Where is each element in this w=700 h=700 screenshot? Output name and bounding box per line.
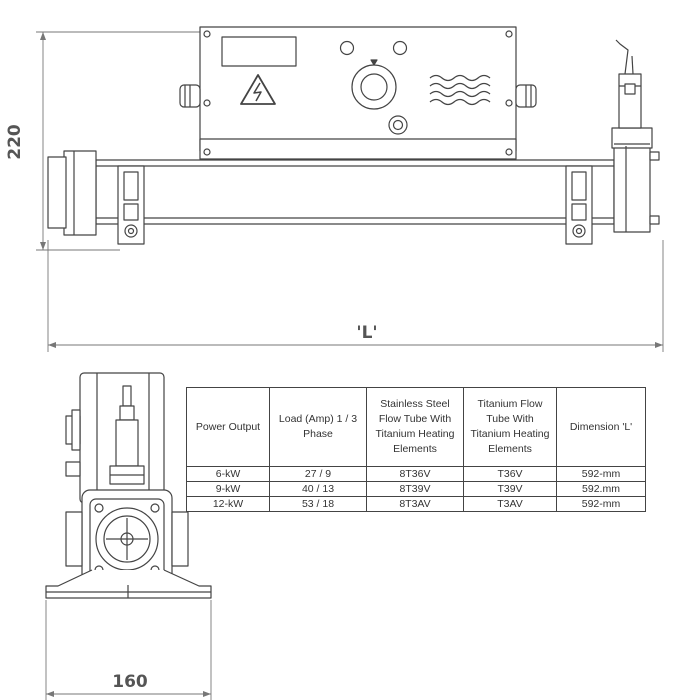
reset-button (388, 115, 408, 135)
heat-waves-icon (429, 74, 491, 106)
length-dimension-label: 'L' (356, 323, 377, 343)
cell-load: 27 / 9 (269, 466, 367, 482)
cell-titanium-code: T36V (463, 466, 557, 482)
length-dimension (47, 240, 664, 352)
display-screen (221, 36, 297, 67)
right-bracket (565, 165, 593, 245)
side-inlet-right (171, 511, 189, 567)
header-stainless-steel: Stainless Steel Flow Tube With Titanium … (366, 387, 464, 467)
width-dimension (45, 600, 212, 700)
table-header-row: Power Output Load (Amp) 1 / 3 Phase Stai… (186, 387, 646, 467)
side-flow-switch (109, 385, 145, 485)
side-base-bracket (45, 569, 212, 599)
side-view: 160 (45, 372, 212, 700)
table-row: 6-kW 27 / 9 8T36V T36V 592-mm (186, 466, 646, 482)
cell-stainless-code: 8T39V (366, 481, 464, 497)
width-dimension-label: 160 (112, 672, 148, 692)
cell-load: 53 / 18 (269, 496, 367, 512)
left-end-cap (47, 150, 97, 236)
warning-electric-icon (240, 74, 276, 105)
cell-load: 40 / 13 (269, 481, 367, 497)
front-view: 220 'L' (5, 26, 664, 352)
height-dimension (36, 31, 200, 251)
cell-power: 12-kW (186, 496, 270, 512)
header-titanium: Titanium Flow Tube With Titanium Heating… (463, 387, 557, 467)
height-dimension-label: 220 (5, 124, 25, 160)
indicator-light-right (392, 40, 408, 56)
table-row: 12-kW 53 / 18 8T3AV T3AV 592-mm (186, 496, 646, 512)
cell-titanium-code: T3AV (463, 496, 557, 512)
table-row: 9-kW 40 / 13 8T39V T39V 592.mm (186, 481, 646, 497)
cell-dimension: 592.mm (556, 481, 646, 497)
cell-stainless-code: 8T36V (366, 466, 464, 482)
cell-dimension: 592-mm (556, 466, 646, 482)
left-bracket (117, 165, 145, 245)
cell-stainless-code: 8T3AV (366, 496, 464, 512)
header-dimension-l: Dimension 'L' (556, 387, 646, 467)
header-power-output: Power Output (186, 387, 270, 467)
cell-titanium-code: T39V (463, 481, 557, 497)
cell-dimension: 592-mm (556, 496, 646, 512)
flow-tube (95, 159, 615, 225)
cell-power: 9-kW (186, 481, 270, 497)
specification-table: Power Output Load (Amp) 1 / 3 Phase Stai… (186, 387, 646, 512)
indicator-light-left (339, 40, 355, 56)
flow-switch (615, 39, 642, 129)
thermostat-knob (351, 59, 397, 110)
right-end-cap (611, 127, 660, 233)
header-load: Load (Amp) 1 / 3 Phase (269, 387, 367, 467)
cell-power: 6-kW (186, 466, 270, 482)
side-inlet-left (65, 511, 83, 567)
